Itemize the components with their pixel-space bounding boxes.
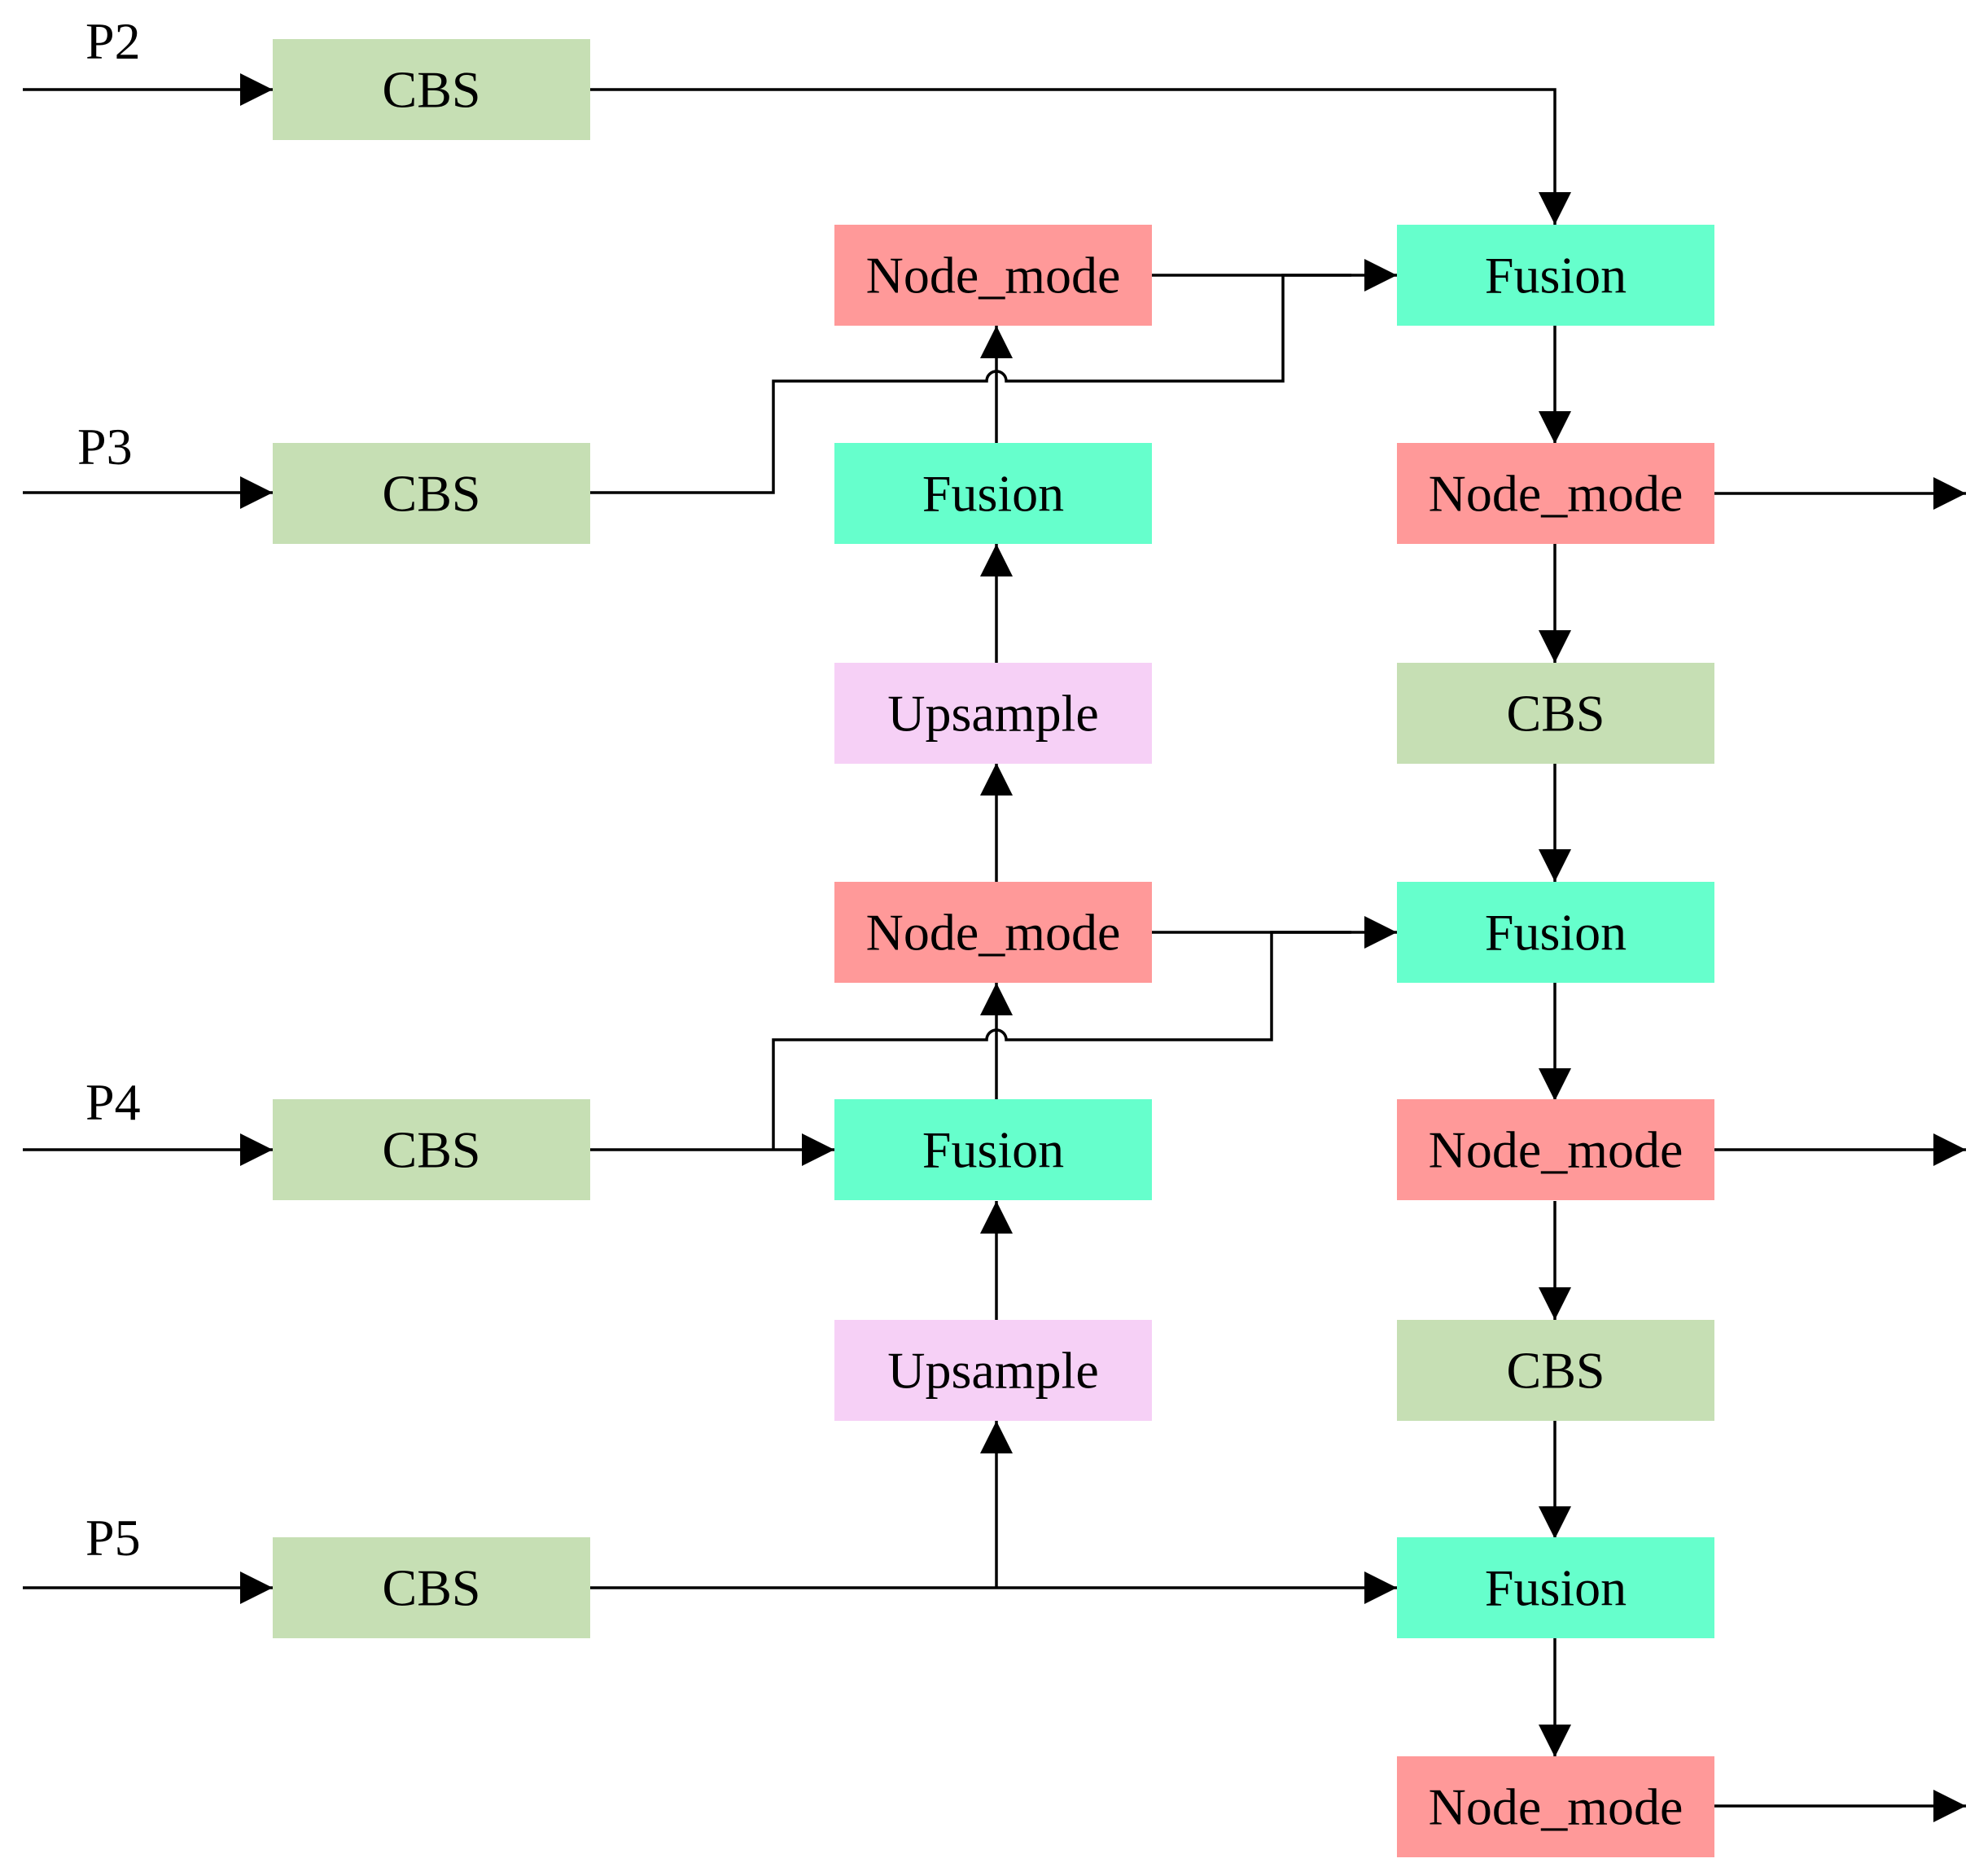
node-mid-fusion-1: Fusion [834, 443, 1152, 544]
right-cbs-1-label: CBS [1507, 685, 1605, 743]
input-label-p3: P3 [77, 418, 133, 476]
right-fusion-1-box [1397, 225, 1714, 326]
node-right-fusion-3: Fusion [1397, 1537, 1714, 1638]
node-cbs-p4: CBS [273, 1099, 590, 1200]
right-cbs-2-box [1397, 1320, 1714, 1421]
node-cbs-p2: CBS [273, 39, 590, 140]
cbs-p4-box [273, 1099, 590, 1200]
mid-upsample-1-label: Upsample [887, 685, 1099, 743]
mid-upsample-1-box [834, 663, 1152, 764]
node-right-node-2: Node_mode [1397, 1099, 1714, 1200]
edge-cbs-p2-to-right-fusion-1 [590, 88, 1571, 225]
node-mid-node-1: Node_mode [834, 225, 1152, 326]
node-right-cbs-2: CBS [1397, 1320, 1714, 1421]
right-fusion-2-label: Fusion [1485, 904, 1627, 962]
node-right-fusion-1: Fusion [1397, 225, 1714, 326]
mid-node-2-box [834, 882, 1152, 983]
cbs-p2-label: CBS [383, 61, 481, 119]
node-right-node-1: Node_mode [1397, 443, 1714, 544]
mid-fusion-1-label: Fusion [922, 465, 1064, 523]
right-fusion-3-box [1397, 1537, 1714, 1638]
right-cbs-1-box [1397, 663, 1714, 764]
right-node-1-box [1397, 443, 1714, 544]
cbs-p3-label: CBS [383, 465, 481, 523]
node-right-cbs-1: CBS [1397, 663, 1714, 764]
node-cbs-p3: CBS [273, 443, 590, 544]
right-node-3-label: Node_mode [1429, 1778, 1683, 1836]
right-node-2-box [1397, 1099, 1714, 1200]
cbs-p3-box [273, 443, 590, 544]
mid-fusion-2-box [834, 1099, 1152, 1200]
mid-upsample-2-label: Upsample [887, 1342, 1099, 1400]
node-right-fusion-2: Fusion [1397, 882, 1714, 983]
mid-fusion-2-label: Fusion [922, 1121, 1064, 1179]
node-mid-upsample-1: Upsample [834, 663, 1152, 764]
right-fusion-3-label: Fusion [1485, 1559, 1627, 1617]
edges [23, 73, 1966, 1822]
right-node-2-label: Node_mode [1429, 1121, 1683, 1179]
input-label-p5: P5 [85, 1509, 141, 1567]
mid-fusion-1-box [834, 443, 1152, 544]
cbs-p5-label: CBS [383, 1559, 481, 1617]
node-right-node-3: Node_mode [1397, 1756, 1714, 1857]
right-fusion-2-box [1397, 882, 1714, 983]
node-mid-upsample-2: Upsample [834, 1320, 1152, 1421]
node-mid-node-2: Node_mode [834, 882, 1152, 983]
mid-upsample-2-box [834, 1320, 1152, 1421]
right-node-3-box [1397, 1756, 1714, 1857]
right-cbs-2-label: CBS [1507, 1342, 1605, 1400]
right-fusion-1-label: Fusion [1485, 247, 1627, 305]
input-label-p4: P4 [85, 1073, 141, 1131]
node-cbs-p5: CBS [273, 1537, 590, 1638]
cbs-p2-box [273, 39, 590, 140]
cbs-p4-label: CBS [383, 1121, 481, 1179]
input-label-p2: P2 [85, 12, 141, 70]
mid-node-1-label: Node_mode [866, 247, 1121, 305]
right-node-1-label: Node_mode [1429, 465, 1683, 523]
node-mid-fusion-2: Fusion [834, 1099, 1152, 1200]
mid-node-2-label: Node_mode [866, 904, 1121, 962]
nodes: CBS CBS CBS CBS Node_mode Fusion Upsampl… [273, 39, 1714, 1857]
mid-node-1-box [834, 225, 1152, 326]
cbs-p5-box [273, 1537, 590, 1638]
